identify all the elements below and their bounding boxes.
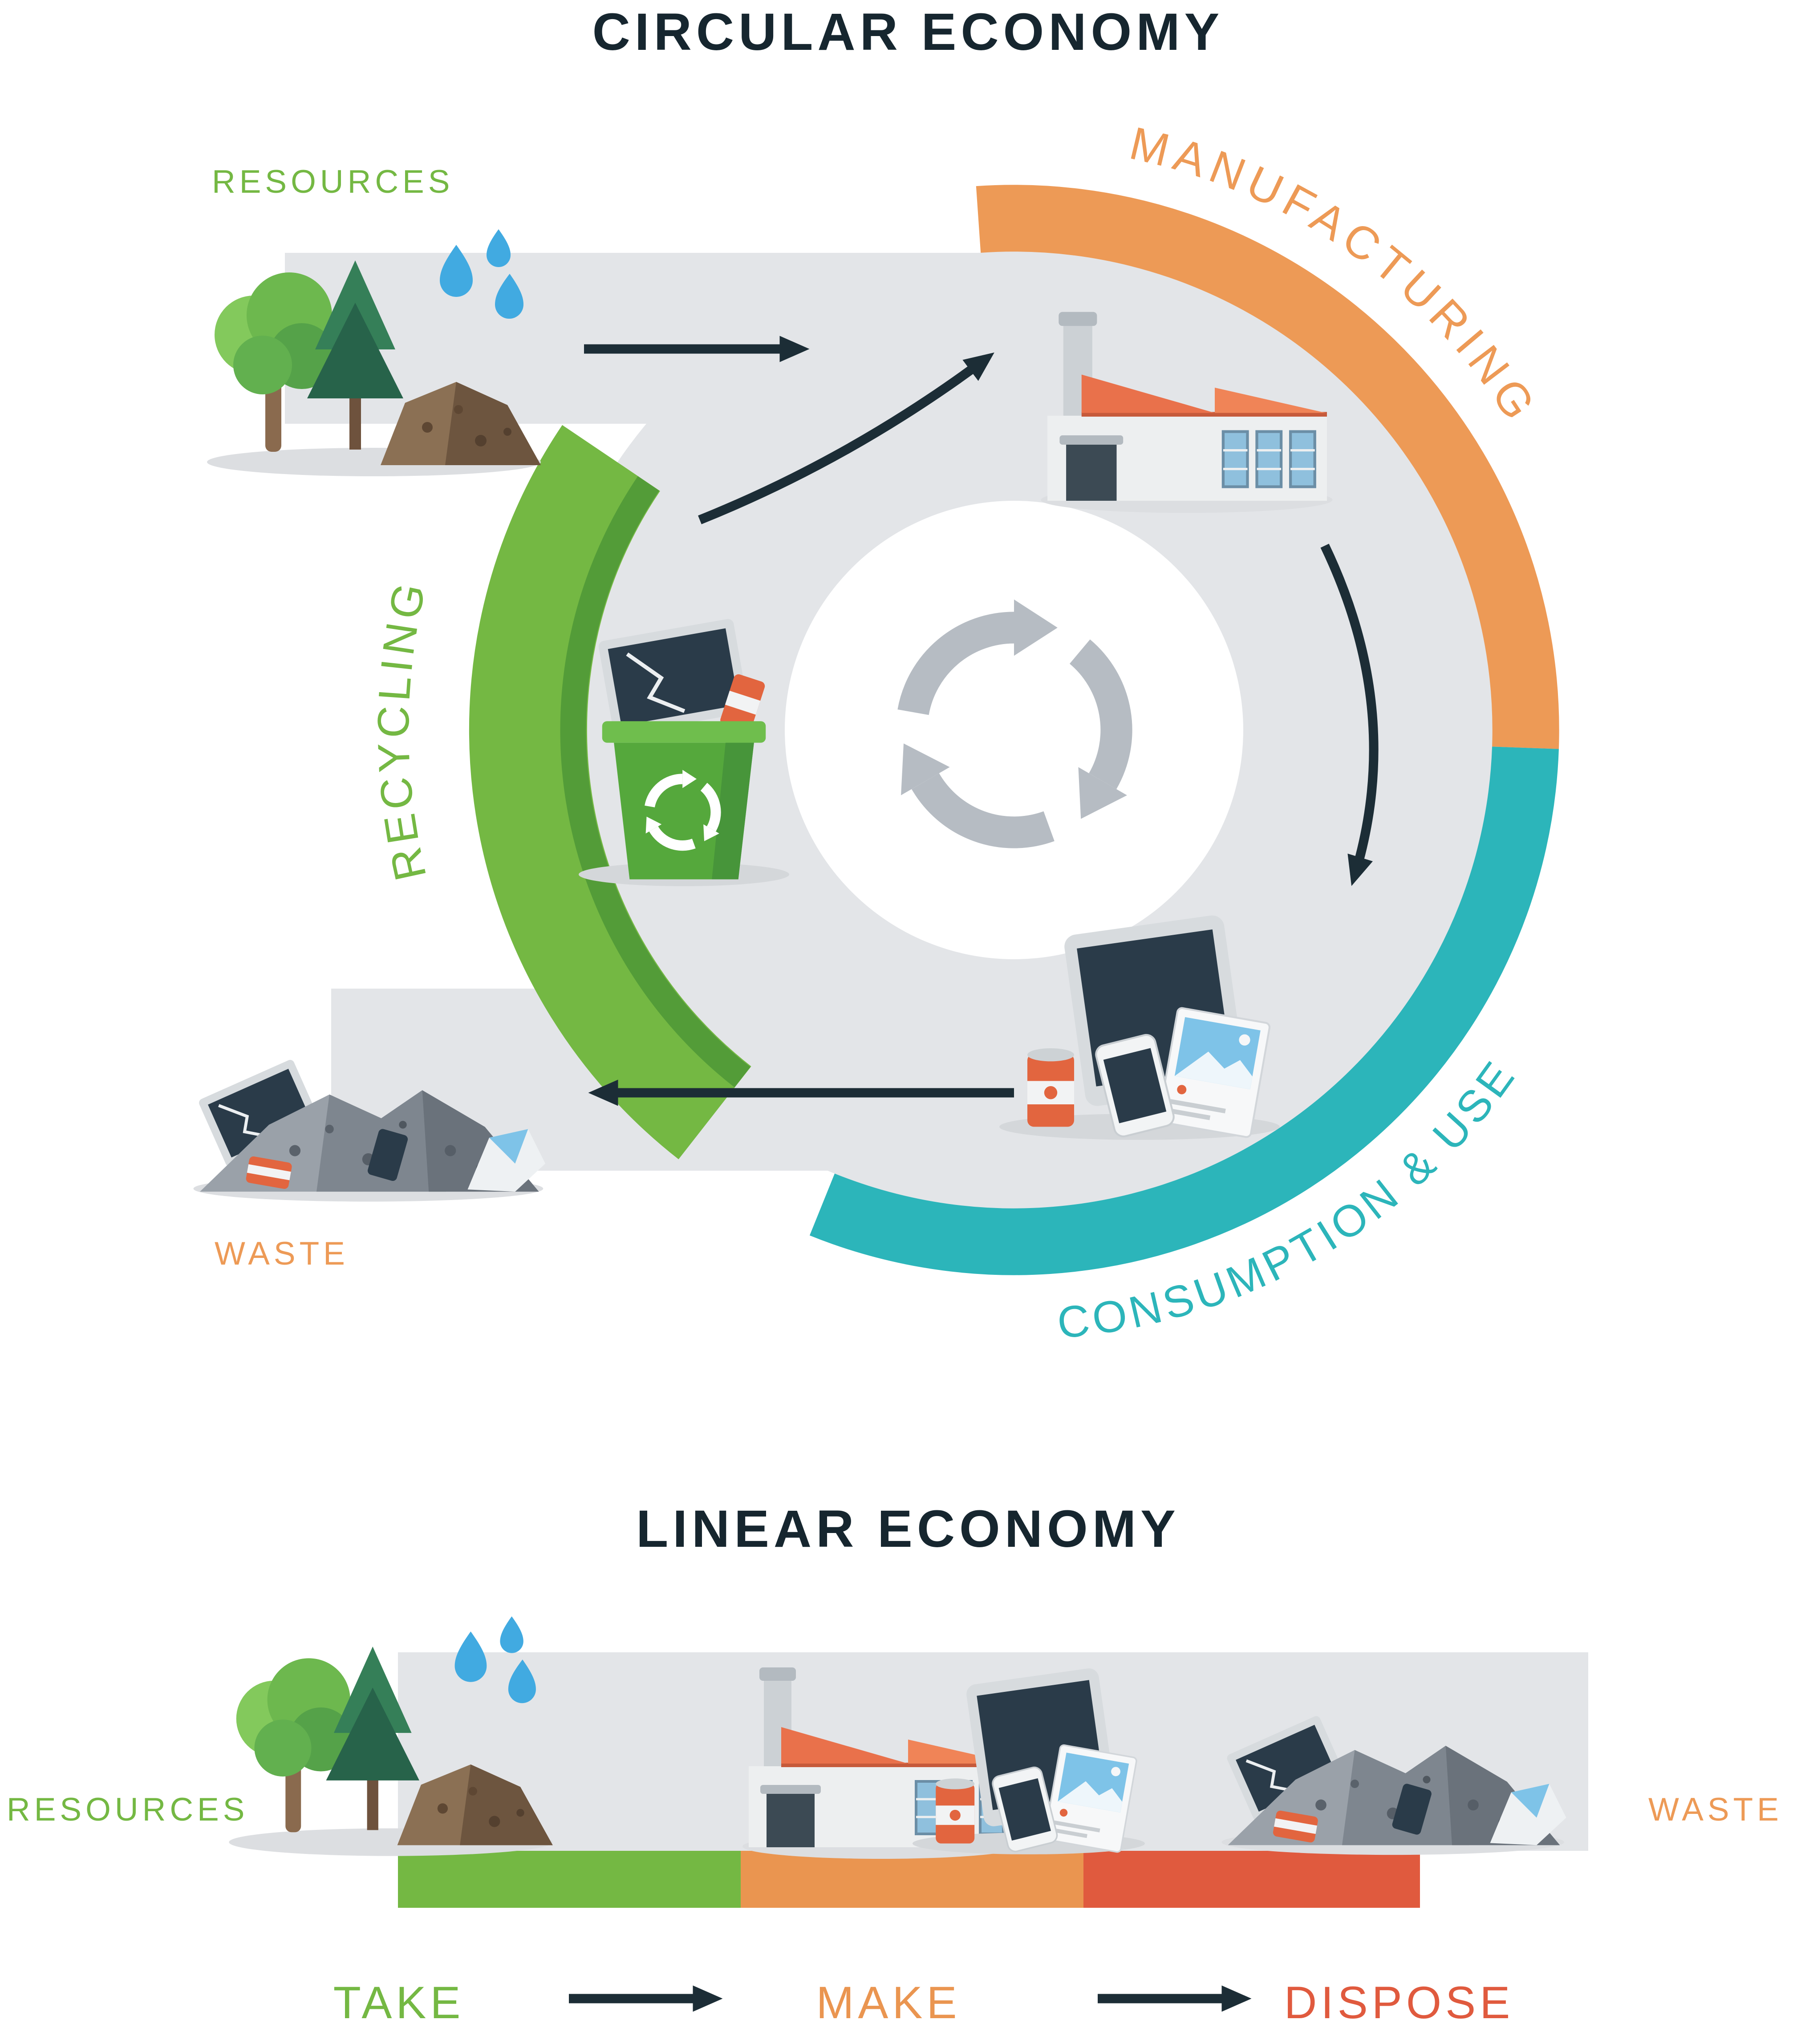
take-label: TAKE [333, 1977, 465, 2028]
recycling-arc-inner-edge [560, 476, 750, 1087]
linear-waste-label: WASTE [1648, 1792, 1783, 1828]
linear-economy-title: LINEAR ECONOMY [636, 1500, 1180, 1558]
circular-waste-label: WASTE [215, 1236, 349, 1272]
manufacturing-arc-segment [976, 185, 1559, 749]
cycle-inner-circle [785, 501, 1243, 959]
arrow-recycling-to-manufacturing [698, 352, 994, 524]
recycling-arc-segment [469, 425, 751, 1160]
dispose-label: DISPOSE [1284, 1977, 1514, 2028]
circular-resources-label: RESOURCES [212, 164, 454, 200]
make-label: MAKE [816, 1977, 961, 2028]
circular-economy-title: CIRCULAR ECONOMY [592, 3, 1224, 61]
dispose-bar [1083, 1851, 1420, 1908]
take-bar [398, 1851, 741, 1908]
svg-text:RECYCLING: RECYCLING [369, 575, 436, 885]
consumption-arc-segment [809, 746, 1559, 1275]
recycling-label: RECYCLING [369, 575, 432, 885]
arrow-manufacturing-to-consumption [1320, 543, 1379, 886]
linear-resources-label: RESOURCES [7, 1792, 248, 1828]
make-bar [741, 1851, 1083, 1908]
